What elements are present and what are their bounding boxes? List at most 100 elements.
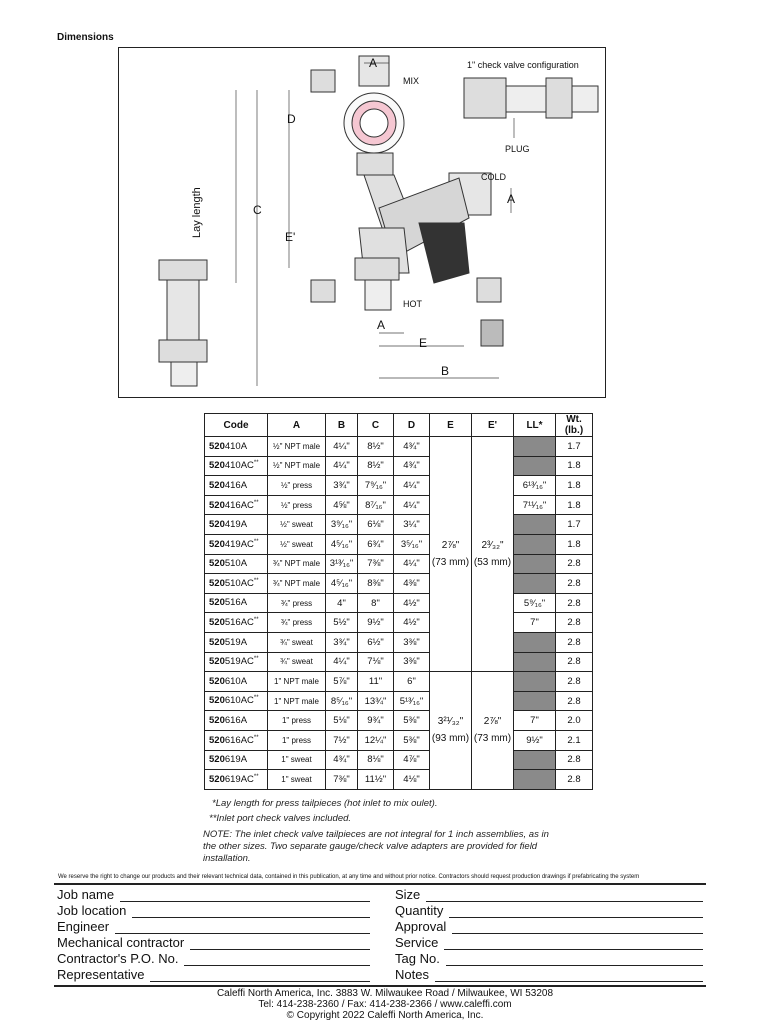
cell-weight: 1.7: [555, 436, 593, 457]
form-field[interactable]: Size: [395, 887, 703, 902]
code-mark: **: [253, 460, 259, 467]
col-d: D: [393, 413, 430, 437]
form-field[interactable]: Contractor's P.O. No.: [57, 951, 370, 966]
e-prime-inch: 2³⁄₃₂": [481, 540, 504, 552]
code-suffix: 516AC: [224, 617, 254, 629]
form-label: Quantity: [395, 903, 444, 918]
cell-a: ¾" NPT male: [267, 573, 326, 594]
cell-ll: [513, 573, 556, 594]
form-blank-line[interactable]: [132, 905, 370, 918]
form-label: Representative: [57, 967, 145, 982]
cell-code: 520419AC**: [204, 533, 268, 555]
form-blank-line[interactable]: [444, 937, 703, 950]
form-label: Tag No.: [395, 951, 440, 966]
cell-c: 6½": [357, 631, 394, 653]
cell-d: 6": [393, 671, 430, 692]
cell-c: 6¾": [357, 533, 394, 555]
form-blank-line[interactable]: [426, 889, 703, 902]
form-field[interactable]: Representative: [57, 967, 370, 982]
cell-a: 1" sweat: [267, 769, 326, 790]
cell-b: 3¾": [325, 631, 358, 653]
cell-a: ¾" press: [267, 612, 326, 633]
form-field[interactable]: Job name: [57, 887, 370, 902]
cell-a: ¾" sweat: [267, 651, 326, 673]
e-mm: (93 mm): [431, 733, 470, 745]
form-field[interactable]: Approval: [395, 919, 703, 934]
cell-b: 4⁵⁄₁₆": [325, 573, 358, 594]
code-mark: **: [253, 695, 259, 702]
cell-weight: 1.7: [555, 514, 593, 535]
code-suffix: 519AC: [224, 656, 254, 668]
cell-a: ½" press: [267, 475, 326, 496]
form-label: Service: [395, 935, 439, 950]
form-field[interactable]: Notes: [395, 967, 703, 982]
form-field[interactable]: Quantity: [395, 903, 703, 918]
cell-weight: 2.8: [555, 592, 593, 614]
form-blank-line[interactable]: [115, 921, 370, 934]
cell-d: 4¼": [393, 475, 430, 496]
form-blank-line[interactable]: [445, 953, 703, 966]
table-header-row: Code A B C D E E' LL* Wt. (lb.): [204, 413, 593, 437]
cell-a: ¾" NPT male: [267, 553, 326, 575]
form-blank-line[interactable]: [449, 905, 703, 918]
cell-weight: 2.8: [555, 651, 593, 673]
code-prefix: 520: [209, 440, 225, 452]
cell-weight: 1.8: [555, 494, 593, 516]
form-field[interactable]: Engineer: [57, 919, 370, 934]
form-label: Notes: [395, 967, 429, 982]
valve-drawing: [158, 55, 599, 387]
cell-b: 8⁵⁄₁₆": [325, 690, 358, 712]
code-prefix: 520: [209, 617, 225, 629]
form-field[interactable]: Tag No.: [395, 951, 703, 966]
cell-code: 520616A: [204, 710, 268, 731]
cell-b: 7½": [325, 729, 358, 751]
form-blank-line[interactable]: [184, 953, 370, 966]
code-suffix: 516A: [224, 597, 248, 609]
code-prefix: 520: [209, 558, 225, 570]
form-blank-line[interactable]: [190, 937, 370, 950]
form-label: Job location: [57, 903, 127, 918]
code-prefix: 520: [209, 460, 225, 472]
code-suffix: 419AC: [224, 538, 254, 550]
cell-code: 520516AC**: [204, 612, 268, 633]
cell-b: 5⅛": [325, 710, 358, 731]
code-suffix: 510A: [224, 558, 248, 570]
cell-weight: 2.0: [555, 710, 593, 731]
cell-ll: 5⁹⁄₁₆": [513, 592, 556, 614]
cell-d: 3⅜": [393, 651, 430, 673]
label-cold: COLD: [481, 172, 507, 182]
form-field[interactable]: Mechanical contractor: [57, 935, 370, 950]
e-prime-inch: 2⅞": [483, 716, 502, 728]
section-title: Dimensions: [57, 32, 114, 43]
code-prefix: 520: [209, 715, 225, 727]
form-blank-line[interactable]: [434, 969, 703, 982]
form-label: Mechanical contractor: [57, 935, 185, 950]
code-suffix: 616AC: [224, 734, 254, 746]
form-blank-line[interactable]: [120, 889, 370, 902]
form-blank-line[interactable]: [150, 969, 370, 982]
dim-label-e-prime: E': [285, 230, 296, 244]
code-prefix: 520: [209, 656, 225, 668]
code-prefix: 520: [209, 754, 225, 766]
cell-code: 520619AC**: [204, 769, 268, 790]
cell-code: 520516A: [204, 592, 268, 614]
col-a: A: [267, 413, 326, 437]
cell-b: 4¾": [325, 749, 358, 771]
form-field[interactable]: Job location: [57, 903, 370, 918]
form-blank-line[interactable]: [452, 921, 703, 934]
e-inch: 2⅞": [441, 540, 460, 552]
form-field[interactable]: Service: [395, 935, 703, 950]
cell-c: 8⁷⁄₁₆": [357, 494, 394, 516]
label-plug: PLUG: [505, 144, 530, 154]
cell-c: 9¾": [357, 710, 394, 731]
cell-ll: 6¹³⁄₁₆": [513, 475, 556, 496]
code-mark: **: [253, 734, 259, 741]
dim-label-a-bottom: A: [377, 318, 386, 332]
